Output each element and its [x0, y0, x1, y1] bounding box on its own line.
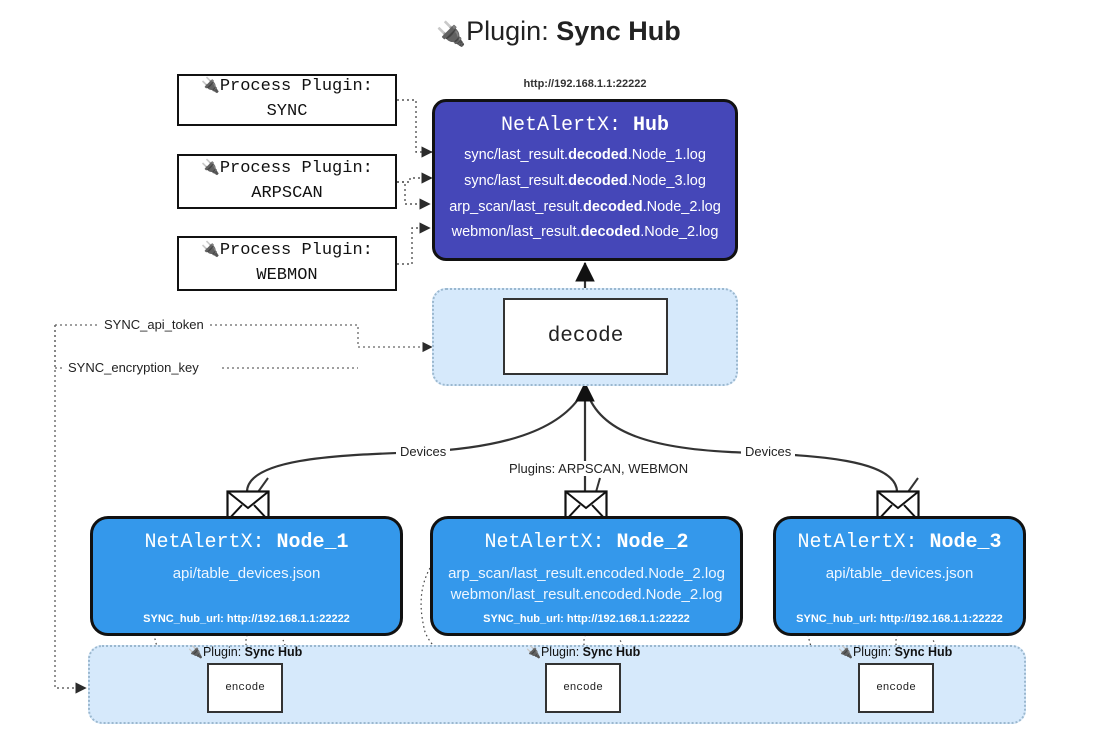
hub-row-pre: sync/last_result.	[464, 147, 569, 163]
encode-caption-name: Sync Hub	[244, 645, 303, 659]
node-title-prefix: NetAlertX:	[484, 531, 605, 554]
encode-caption-3: 🔌Plugin: Sync Hub	[838, 645, 952, 659]
hub-title: NetAlertX: Hub	[501, 114, 669, 137]
page-title-name: Sync Hub	[556, 16, 681, 46]
hub-row-post: .Node_2.log	[640, 224, 719, 241]
encode-caption-prefix: Plugin:	[540, 645, 580, 659]
node-hub-url: SYNC_hub_url: http://192.168.1.1:22222	[143, 613, 350, 625]
electric-plug-icon: 🔌	[201, 239, 220, 258]
process-plugin-name: ARPSCAN	[251, 183, 323, 203]
hub-row-mid: decoded	[568, 172, 628, 189]
plugins-label-center: Plugins: ARPSCAN, WEBMON	[505, 461, 693, 476]
envelope-icon	[226, 490, 270, 522]
encode-caption-name: Sync Hub	[894, 645, 953, 659]
encode-box-2[interactable]: encode	[545, 663, 621, 713]
hub-box[interactable]: NetAlertX: Hub sync/last_result.decoded.…	[432, 99, 738, 261]
node-line: arp_scan/last_result.encoded.Node_2.log	[448, 565, 725, 582]
process-plugin-box-webmon[interactable]: 🔌Process Plugin: WEBMON	[177, 236, 397, 291]
electric-plug-icon: 🔌	[188, 645, 203, 659]
sync-api-token-label: SYNC_api_token	[100, 317, 208, 332]
electric-plug-icon: 🔌	[526, 645, 541, 659]
sync-encryption-key-label: SYNC_encryption_key	[64, 360, 203, 375]
node-hub-url: SYNC_hub_url: http://192.168.1.1:22222	[483, 613, 690, 625]
encode-box-1[interactable]: encode	[207, 663, 283, 713]
node-line: api/table_devices.json	[825, 565, 974, 582]
electric-plug-icon: 🔌	[436, 21, 467, 48]
encode-caption-prefix: Plugin:	[852, 645, 892, 659]
node-line: webmon/last_result.encoded.Node_2.log	[450, 586, 723, 603]
node-title: NetAlertX: Node_1	[144, 531, 348, 554]
encode-caption-2: 🔌Plugin: Sync Hub	[526, 645, 640, 659]
node-line: api/table_devices.json	[172, 565, 321, 582]
process-plugin-label: Process Plugin:	[219, 158, 373, 178]
page-title-prefix: Plugin:	[466, 16, 549, 46]
electric-plug-icon: 🔌	[201, 157, 220, 176]
node-title: NetAlertX: Node_2	[484, 531, 688, 554]
hub-row-mid: decoded	[582, 198, 643, 215]
hub-row-post: .Node_1.log	[627, 147, 706, 163]
hub-row: sync/last_result.decoded.Node_1.log	[435, 143, 735, 169]
decode-box[interactable]: decode	[503, 298, 668, 375]
node-title-name: Node_1	[276, 531, 349, 554]
node-title: NetAlertX: Node_3	[797, 531, 1001, 554]
envelope-icon	[876, 490, 920, 522]
node-title-name: Node_3	[929, 531, 1002, 554]
encode-caption-prefix: Plugin:	[202, 645, 242, 659]
process-plugin-name: WEBMON	[256, 265, 318, 285]
hub-row: arp_scan/last_result.decoded.Node_2.log	[435, 195, 735, 221]
process-plugin-name: SYNC	[266, 102, 308, 121]
process-plugin-box-arpscan[interactable]: 🔌Process Plugin: ARPSCAN	[177, 154, 397, 209]
electric-plug-icon: 🔌	[201, 76, 220, 95]
process-plugin-label: Process Plugin:	[219, 240, 373, 260]
encode-caption-1: 🔌Plugin: Sync Hub	[188, 645, 302, 659]
devices-label-left: Devices	[396, 444, 451, 459]
hub-row-pre: sync/last_result.	[464, 172, 569, 189]
hub-row-pre: arp_scan/last_result.	[449, 198, 583, 215]
hub-url-label: http://192.168.1.1:22222	[523, 78, 647, 90]
electric-plug-icon: 🔌	[838, 645, 853, 659]
hub-row-pre: webmon/last_result.	[451, 224, 581, 241]
process-plugin-box-sync[interactable]: 🔌Process Plugin: SYNC	[177, 74, 397, 126]
hub-row-mid: decoded	[568, 147, 628, 163]
node-title-prefix: NetAlertX:	[797, 531, 918, 554]
node-box-node-1[interactable]: NetAlertX: Node_1 api/table_devices.json…	[90, 516, 403, 636]
node-title-prefix: NetAlertX:	[144, 531, 265, 554]
hub-title-name: Hub	[633, 114, 670, 137]
hub-row-post: .Node_3.log	[627, 172, 706, 189]
encode-caption-name: Sync Hub	[582, 645, 641, 659]
hub-row-mid: decoded	[580, 224, 641, 241]
hub-row: webmon/last_result.decoded.Node_2.log	[435, 220, 735, 246]
node-box-node-2[interactable]: NetAlertX: Node_2 arp_scan/last_result.e…	[430, 516, 743, 636]
hub-row: sync/last_result.decoded.Node_3.log	[435, 169, 735, 195]
hub-row-post: .Node_2.log	[642, 198, 721, 215]
node-box-node-3[interactable]: NetAlertX: Node_3 api/table_devices.json…	[773, 516, 1026, 636]
node-title-name: Node_2	[616, 531, 689, 554]
hub-title-prefix: NetAlertX:	[500, 114, 621, 137]
process-plugin-label: Process Plugin:	[219, 77, 373, 97]
page-title: 🔌Plugin: Sync Hub	[0, 16, 1117, 49]
node-hub-url: SYNC_hub_url: http://192.168.1.1:22222	[796, 613, 1003, 625]
encode-box-3[interactable]: encode	[858, 663, 934, 713]
devices-label-right: Devices	[741, 444, 796, 459]
